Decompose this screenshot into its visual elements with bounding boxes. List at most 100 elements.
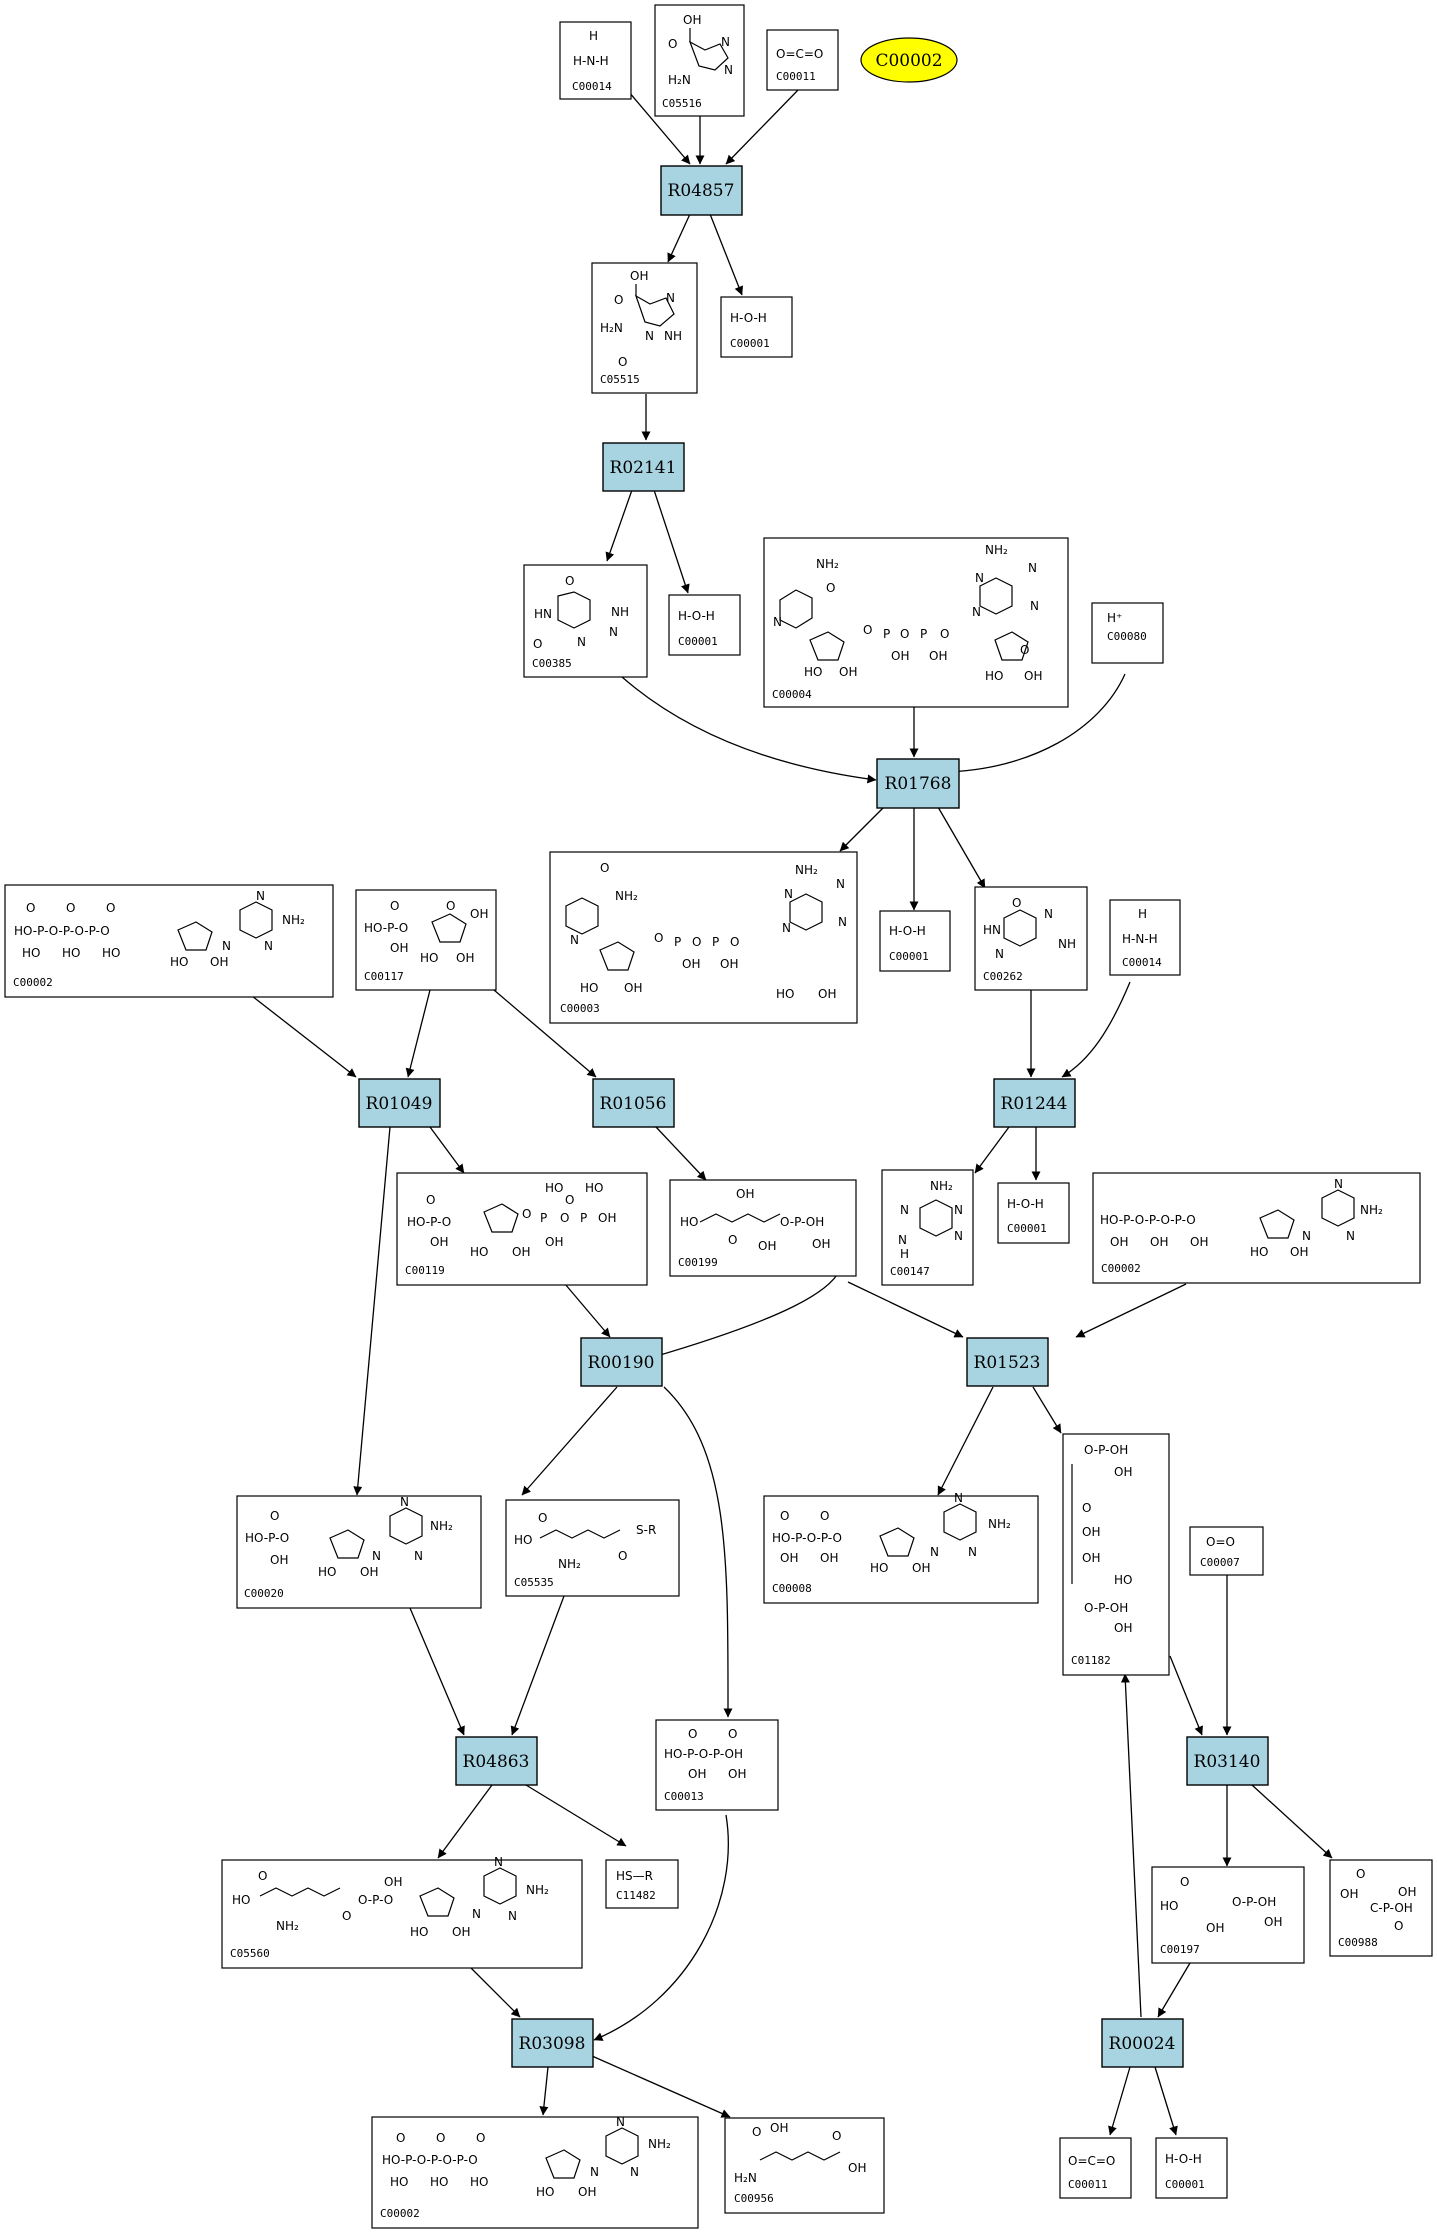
svg-text:HO: HO	[390, 2175, 408, 2189]
svg-text:HS—R: HS—R	[616, 1869, 653, 1883]
edge	[1251, 1784, 1333, 1859]
compound-id: C00002	[1101, 1262, 1141, 1275]
compound-id: C05515	[600, 373, 640, 386]
svg-text:HO: HO	[470, 1245, 488, 1259]
compound-node[interactable]: O HN N N NH C00262	[974, 886, 1088, 991]
compound-node[interactable]: H-O-H C00001	[668, 594, 741, 656]
svg-text:N: N	[900, 1203, 909, 1217]
reaction-R01056[interactable]: R01056	[592, 1078, 675, 1128]
compound-node[interactable]: H H-N-H C00014	[1109, 899, 1181, 976]
compound-node[interactable]: O OH OH C-P-OH O C00988	[1329, 1859, 1433, 1957]
edge	[605, 489, 633, 562]
compound-node[interactable]: O NH₂ N O P O P O OH OH HO OH NH₂ N N N …	[549, 851, 858, 1024]
compound-node[interactable]: O HN O N NH N C00385	[523, 564, 648, 678]
svg-text:H₂N: H₂N	[600, 321, 623, 335]
compound-node[interactable]: O OH H₂N O OH C00956	[724, 2117, 885, 2214]
edge	[1120, 1673, 1142, 2018]
compound-node[interactable]: HS—R C11482	[605, 1859, 679, 1909]
compound-node[interactable]: H H-N-H C00014	[559, 21, 632, 100]
proton-structure: H⁺	[1107, 611, 1122, 625]
reaction-R01049[interactable]: R01049	[358, 1078, 441, 1128]
compound-id: C00001	[1165, 2178, 1205, 2191]
svg-text:O: O	[730, 935, 739, 949]
compound-node[interactable]: O O O HO-P-O-P-O-P-O HO HO HO N NH₂ N N …	[371, 2115, 699, 2229]
water-structure: H-O-H	[889, 924, 926, 938]
reaction-R01768[interactable]: R01768	[876, 758, 960, 809]
svg-text:N: N	[1346, 1229, 1355, 1243]
reaction-label: R01244	[1001, 1094, 1068, 1114]
svg-text:OH: OH	[683, 13, 701, 27]
reaction-label: R04857	[668, 181, 735, 201]
svg-text:N: N	[1030, 599, 1039, 613]
compound-node[interactable]: H-O-H C00001	[720, 296, 793, 358]
svg-text:OH: OH	[1110, 1235, 1128, 1249]
ammonia-structure: H H-N-H	[1122, 907, 1158, 946]
reaction-R04863[interactable]: R04863	[455, 1736, 538, 1786]
compound-node[interactable]: HO-P-O-P-O-P-O OH OH OH N NH₂ N N HO OH …	[1092, 1172, 1421, 1284]
reaction-R00190[interactable]: R00190	[580, 1337, 663, 1387]
compound-node[interactable]: O=O C00007	[1189, 1526, 1264, 1576]
svg-text:HO: HO	[1160, 1899, 1178, 1913]
svg-text:O: O	[66, 901, 75, 915]
compound-node[interactable]: H⁺ C00080	[1091, 602, 1164, 664]
compound-node[interactable]: H-O-H C00001	[1155, 2137, 1228, 2199]
svg-text:H-O-H: H-O-H	[889, 924, 926, 938]
compound-node[interactable]: O=C=O C00011	[1059, 2137, 1132, 2199]
compound-node[interactable]: H-O-H C00001	[997, 1182, 1070, 1244]
compound-node[interactable]: O HO OH O-P-OH OH C00197	[1151, 1866, 1305, 1964]
svg-text:O-P-OH: O-P-OH	[1232, 1895, 1276, 1909]
svg-text:H-O-H: H-O-H	[1007, 1197, 1044, 1211]
compound-node[interactable]: O HO-P-O OH N NH₂ N N HO OH C00020	[236, 1495, 482, 1609]
svg-text:N: N	[472, 1907, 481, 1921]
compound-node[interactable]: OH O N H₂N N O NH C05515	[591, 262, 698, 394]
edge	[591, 2055, 731, 2118]
molecule-structure: O HO NH₂ S-R O	[514, 1511, 656, 1571]
svg-text:HO: HO	[536, 2185, 554, 2199]
compound-node[interactable]: O HO NH₂ S-R O C05535	[505, 1499, 680, 1597]
compound-node[interactable]: NH₂ N N N N H C00147	[881, 1169, 974, 1286]
svg-text:OH: OH	[630, 269, 648, 283]
compound-id: C00956	[734, 2192, 774, 2205]
svg-text:O: O	[1012, 896, 1021, 910]
compound-node[interactable]: H-O-H C00001	[879, 910, 951, 972]
svg-text:O: O	[752, 2125, 761, 2139]
svg-text:HO: HO	[102, 946, 120, 960]
compound-node[interactable]: O O HO-P-O-P-O OH OH N NH₂ N N HO OH C00…	[763, 1491, 1039, 1604]
compound-node[interactable]: O O HO-P-O-P-OH OH OH C00013	[655, 1719, 779, 1811]
compound-node[interactable]: OH O N H₂N N C05516	[654, 4, 745, 117]
svg-text:HO: HO	[585, 1181, 603, 1195]
compound-node[interactable]: HO O HO O HO-P-O OH O P O P OH OH HO OH …	[396, 1172, 648, 1286]
edge	[937, 806, 986, 889]
reaction-R03140[interactable]: R03140	[1186, 1736, 1269, 1786]
compound-node[interactable]: NH₂ O N O P O P O OH OH HO OH NH₂ N N N …	[763, 537, 1069, 708]
svg-text:O: O	[538, 1511, 547, 1525]
compound-node[interactable]: O HO-P-O OH O OH HO OH C00117	[355, 889, 497, 991]
reaction-R01244[interactable]: R01244	[993, 1078, 1076, 1128]
svg-text:NH: NH	[1058, 937, 1076, 951]
reaction-label: R03140	[1194, 1752, 1261, 1772]
svg-text:OH: OH	[1190, 1235, 1208, 1249]
compound-node[interactable]: O=C=O C00011	[766, 29, 839, 91]
compound-node[interactable]: O HO NH₂ O O-P-O OH N NH₂ N N HO OH C055…	[221, 1855, 583, 1969]
svg-text:N: N	[570, 933, 579, 947]
svg-text:OH: OH	[1082, 1525, 1100, 1539]
compound-node[interactable]: O O O HO-P-O-P-O-P-O HO HO HO N NH₂ N N …	[4, 884, 334, 998]
svg-text:OH: OH	[210, 955, 228, 969]
seed-compound-node[interactable]: C00002	[860, 37, 958, 83]
svg-text:HO: HO	[870, 1561, 888, 1575]
reaction-R02141[interactable]: R02141	[602, 442, 685, 492]
svg-text:N: N	[1028, 561, 1037, 575]
reaction-R04857[interactable]: R04857	[660, 165, 743, 216]
svg-text:O: O	[396, 2131, 405, 2145]
compound-node[interactable]: O-P-OH OH O OH OH HO O-P-OH OH C01182	[1062, 1433, 1170, 1676]
water-structure: H-O-H	[678, 609, 715, 623]
compound-node[interactable]: OH HO O OH O-P-OH OH C00199	[669, 1179, 857, 1277]
reaction-R00024[interactable]: R00024	[1101, 2018, 1184, 2068]
reaction-R03098[interactable]: R03098	[511, 2018, 594, 2068]
edge	[539, 2066, 549, 2116]
svg-text:O: O	[26, 901, 35, 915]
svg-text:N: N	[836, 877, 845, 891]
svg-text:N: N	[400, 1495, 409, 1509]
svg-text:HO-P-O: HO-P-O	[364, 921, 408, 935]
reaction-R01523[interactable]: R01523	[966, 1337, 1049, 1387]
